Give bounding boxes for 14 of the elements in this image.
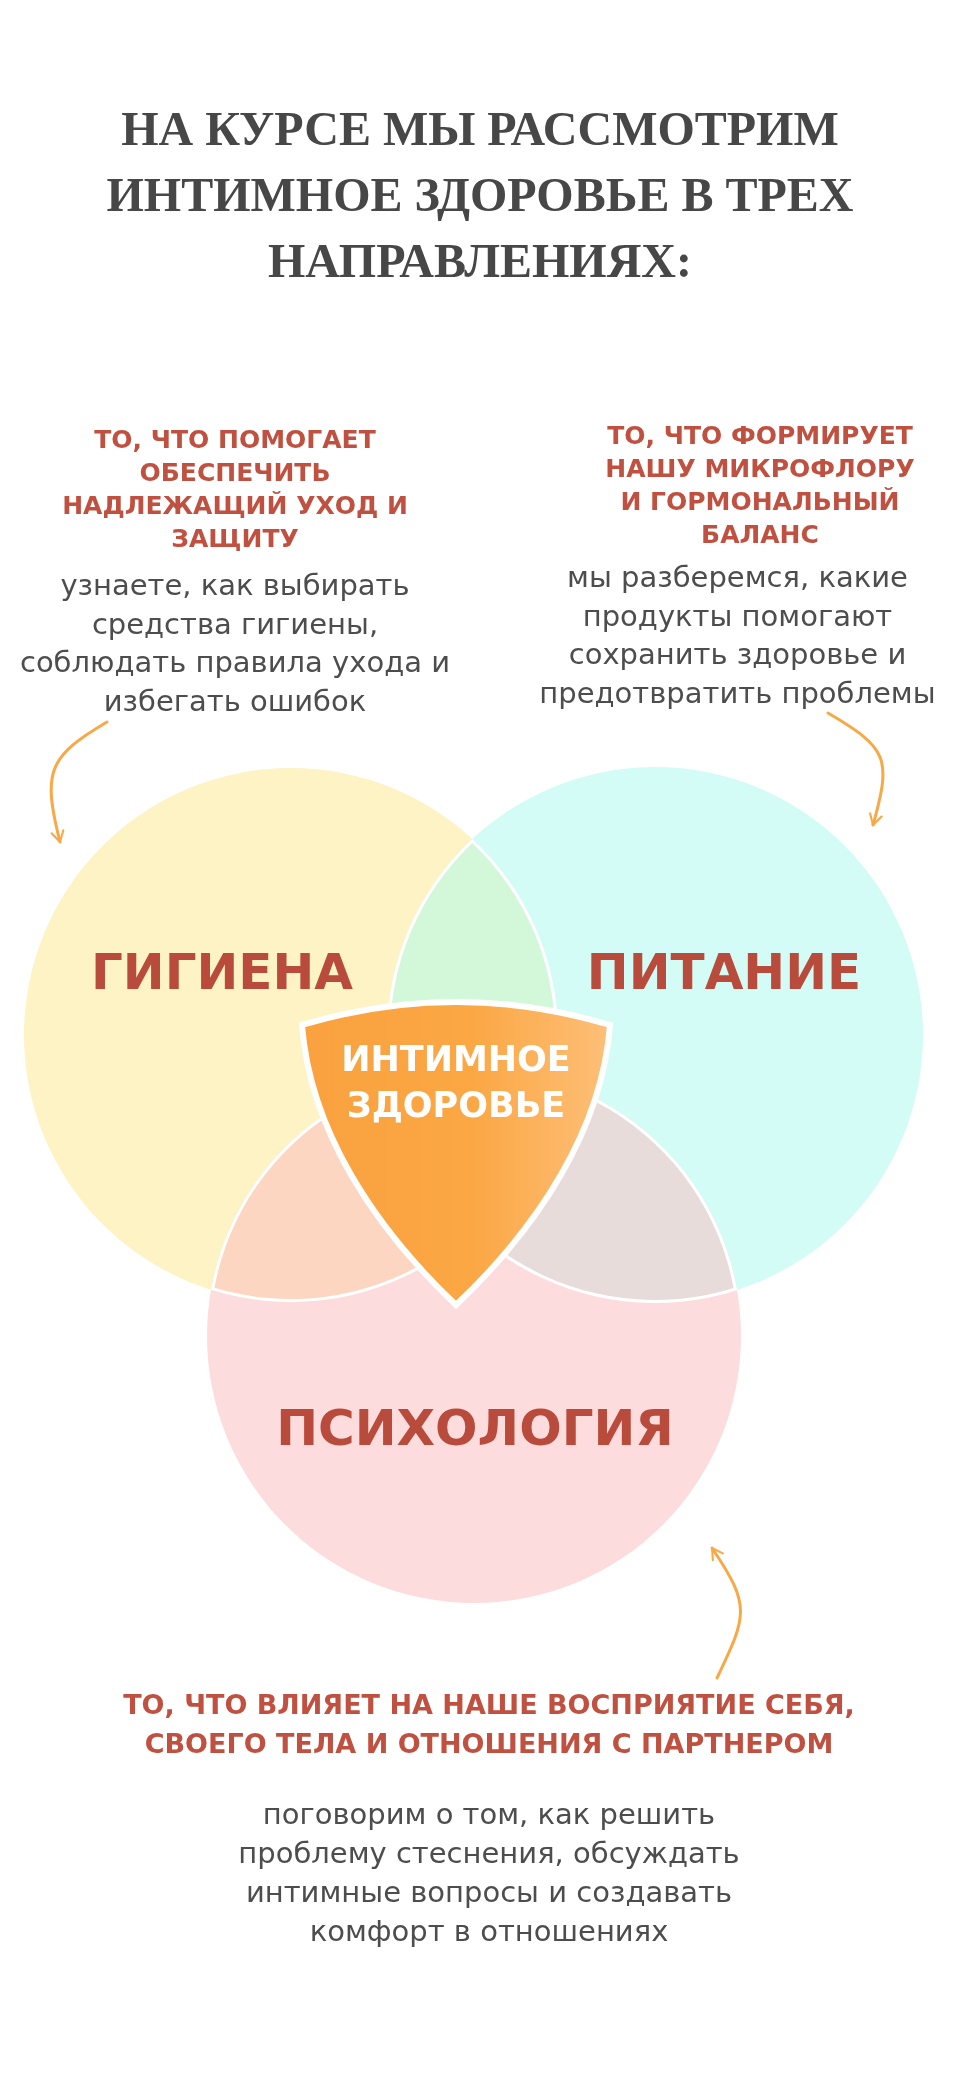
curved-arrow	[710, 1546, 742, 1680]
description-text: мы разберемся, какие продукты помогают сохранить здоровье и предотвратить проблемы	[538, 559, 937, 712]
category-label: ГИГИЕНА	[90, 942, 354, 1002]
category-label: ПСИХОЛОГИЯ	[276, 1398, 674, 1458]
title: НА КУРСЕ МЫ РАССМОТРИМ ИНТИМНОЕ ЗДОРОВЬЕ В ТРЕХ НАПРАВЛЕНИЯХ:	[105, 101, 855, 289]
section-heading: ТО, ЧТО ФОРМИРУЕТ НАШУ МИКРОФЛОРУ И ГОРМОНАЛЬНЫЙ БАЛАНС	[604, 420, 916, 551]
category-label: ПИТАНИЕ	[586, 942, 862, 1002]
curved-arrow	[826, 711, 885, 827]
description-text: узнаете, как выбирать средства гигиены, соблюдать правила ухода и избегать ошибок	[18, 567, 452, 720]
center-label: ИНТИМНОЕ ЗДОРОВЬЕ	[340, 1038, 572, 1127]
description-text: поговорим о том, как решить проблему стеснения, обсуждать интимные вопросы и создавать комфорт в отношениях	[237, 1796, 741, 1950]
section-heading: ТО, ЧТО ВЛИЯЕТ НА НАШЕ ВОСПРИЯТИЕ СЕБЯ, СВОЕГО ТЕЛА И ОТНОШЕНИЯ С ПАРТНЕРОМ	[122, 1688, 856, 1761]
curved-arrow	[49, 720, 109, 844]
section-heading: ТО, ЧТО ПОМОГАЕТ ОБЕСПЕЧИТЬ НАДЛЕЖАЩИЙ УХОД И ЗАЩИТУ	[61, 424, 409, 555]
